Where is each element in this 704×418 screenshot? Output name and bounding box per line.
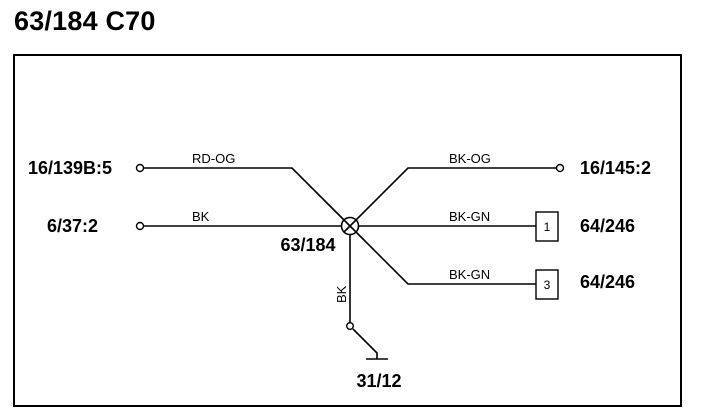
wire-label-mid-right: BK-GN	[449, 209, 490, 224]
wire-low-right	[349, 225, 536, 285]
wire-top-right	[349, 167, 556, 227]
ground-switch-arm	[352, 328, 378, 359]
connector-label-mid-right: 64/246	[580, 216, 635, 236]
pin-box-3[interactable]	[535, 269, 559, 300]
pin-box-1[interactable]	[535, 211, 559, 242]
diagram-frame	[13, 54, 682, 407]
connector-label-low-right: 64/246	[580, 272, 635, 292]
connector-label-top-right: 16/145:2	[580, 158, 651, 178]
wire-top-left	[144, 167, 351, 227]
wire-label-top-right: BK-OG	[449, 151, 491, 166]
terminal-mid-left[interactable]	[135, 221, 145, 231]
terminal-top-left[interactable]	[135, 163, 145, 173]
wire-label-mid-left: BK	[192, 209, 210, 224]
diagram-title: 63/184 C70	[14, 6, 156, 36]
terminal-ground[interactable]	[346, 322, 355, 331]
pin-label-3: 3	[544, 278, 551, 292]
splice-label: 63/184	[280, 235, 335, 255]
wire-label-low-right: BK-GN	[449, 267, 490, 282]
connector-label-mid-left: 6/37:2	[47, 216, 98, 236]
wire-label-top-left: RD-OG	[192, 151, 235, 166]
splice-icon[interactable]	[340, 216, 360, 236]
connector-label-top-left: 16/139B:5	[28, 158, 112, 178]
ground-label: 31/12	[356, 371, 401, 391]
wire-label-ground: BK	[334, 285, 349, 303]
terminal-top-right[interactable]	[555, 163, 565, 173]
pin-label-1: 1	[544, 220, 551, 234]
